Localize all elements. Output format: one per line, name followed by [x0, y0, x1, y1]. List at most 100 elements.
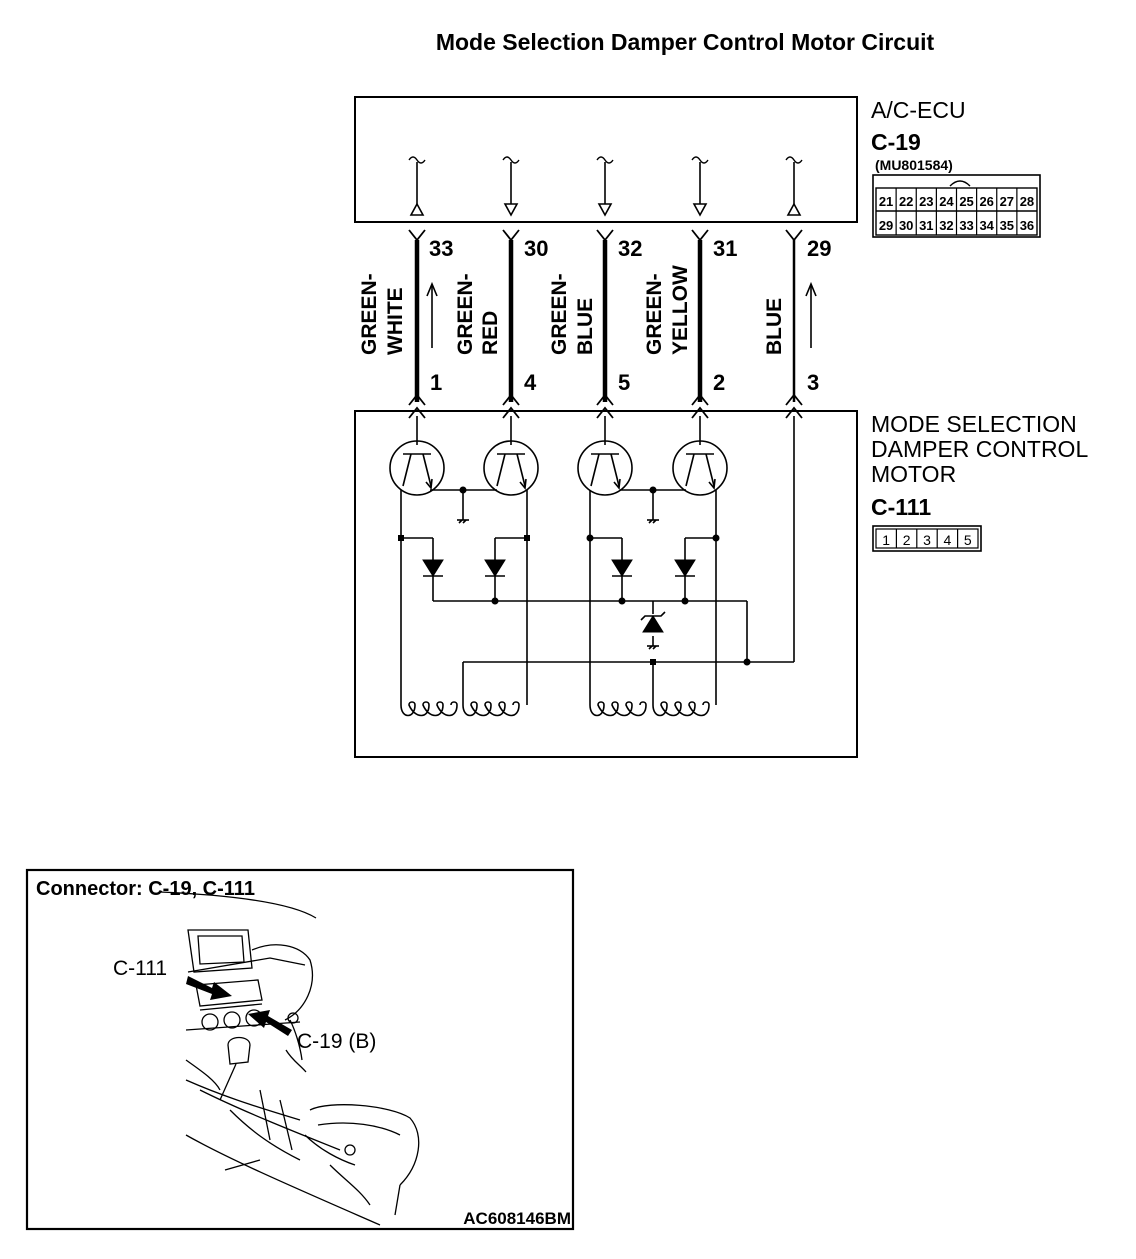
terminal-triangle-icon [786, 202, 802, 216]
ecu-cell-pin-23: 23 [919, 194, 933, 209]
console-sketch [159, 891, 420, 1226]
ecu-pin-29: 29 [807, 236, 831, 261]
connector-fork-icon [691, 406, 709, 419]
motor-cell-pin-2: 2 [903, 532, 911, 548]
ecu-cell-pin-28: 28 [1020, 194, 1034, 209]
terminal-triangle-icon [503, 203, 519, 217]
motor-pin-4: 4 [524, 370, 537, 395]
junction-dot [681, 597, 689, 605]
ecu-cell-pin-31: 31 [919, 218, 933, 233]
connector-fork-icon [408, 393, 426, 406]
flow-arrow-icon [426, 281, 438, 348]
motor-label-group: MODE SELECTION DAMPER CONTROL MOTOR C-11… [871, 411, 1088, 520]
coil-icon [652, 701, 710, 717]
ecu-cell-pin-33: 33 [959, 218, 973, 233]
ecu-cell-pin-27: 27 [1000, 194, 1014, 209]
connector-location-inset: Connector: C-19, C-111 [25, 868, 575, 1231]
ecu-pin-numbers: 33 30 32 31 29 [429, 236, 831, 261]
junction-dot [743, 658, 751, 666]
wire-3-color-line2: BLUE [574, 298, 597, 355]
ecu-cell-pin-29: 29 [879, 218, 893, 233]
ecu-pin-33: 33 [429, 236, 453, 261]
connector-fork-icon [596, 393, 614, 406]
motor-box [354, 410, 858, 758]
wire-4-color-line1: GREEN- [643, 273, 666, 355]
current-flow-arrows [426, 281, 817, 348]
connector-fork-icon [596, 406, 614, 419]
terminal-triangle-icon [692, 203, 708, 217]
connector-fork-icon [408, 229, 426, 242]
transistor-icon [483, 440, 539, 496]
wire-4-color-line2: YELLOW [669, 265, 692, 355]
break-mark-icon [502, 156, 520, 164]
ecu-pin-30: 30 [524, 236, 548, 261]
coil-icon [589, 701, 647, 717]
wire-5-color-line1: BLUE [763, 298, 786, 355]
wire-1-color-line1: GREEN- [358, 273, 381, 355]
connector-fork-icon [408, 406, 426, 419]
zener-diode-icon [642, 615, 664, 633]
ecu-cell-pin-34: 34 [979, 218, 994, 233]
c19-pointer-arrow-icon [248, 1010, 292, 1036]
ecu-cell-pin-22: 22 [899, 194, 913, 209]
connector-fork-icon [596, 229, 614, 242]
diode-icon [611, 559, 633, 577]
wire-3-color-line1: GREEN- [548, 273, 571, 355]
wire-2-color-line2: RED [479, 311, 502, 355]
ecu-cell-pin-24: 24 [939, 194, 954, 209]
motor-connector-id: C-111 [871, 494, 931, 520]
transistor-icon [577, 440, 633, 496]
connector-fork-icon [691, 229, 709, 242]
motor-cell-pin-5: 5 [964, 532, 972, 548]
motor-pin-numbers: 1 4 5 2 3 [430, 370, 819, 395]
wire-2-color-line1: GREEN- [454, 273, 477, 355]
ecu-cell-pin-21: 21 [879, 194, 893, 209]
ecu-box [354, 96, 858, 223]
transistor-icon [672, 440, 728, 496]
flow-arrow-icon [805, 281, 817, 348]
ecu-connector-id: C-19 [871, 129, 921, 155]
connector-fork-icon [785, 393, 803, 406]
ecu-label-group: A/C-ECU C-19 (MU801584) [871, 97, 966, 173]
ecu-internal-terminals [408, 156, 803, 217]
connector-fork-icon [502, 393, 520, 406]
diode-icon [484, 559, 506, 577]
terminal-triangle-icon [409, 202, 425, 216]
ecu-pin-32: 32 [618, 236, 642, 261]
ecu-pin-31: 31 [713, 236, 737, 261]
ecu-cell-pin-35: 35 [1000, 218, 1014, 233]
motor-cell-pin-1: 1 [882, 532, 890, 548]
motor-internal-circuit [389, 416, 795, 717]
connector-fork-icon [502, 406, 520, 419]
ecu-cell-pin-25: 25 [959, 194, 973, 209]
harness-wires [408, 229, 803, 419]
inset-label-c111: C-111 [113, 957, 167, 980]
motor-name-line1: MODE SELECTION [871, 411, 1077, 437]
break-mark-icon [691, 156, 709, 164]
connector-fork-icon [502, 229, 520, 242]
connector-fork-icon [785, 406, 803, 419]
ecu-name: A/C-ECU [871, 97, 966, 123]
wire-1-color-line2: WHITE [384, 287, 407, 355]
ecu-part-number: (MU801584) [875, 157, 953, 173]
inset-label-c19: C-19 (B) [297, 1030, 376, 1053]
junction-dot [618, 597, 626, 605]
motor-name-line2: DAMPER CONTROL [871, 436, 1088, 462]
ecu-cell-pin-26: 26 [979, 194, 993, 209]
wire-color-labels: GREEN- WHITE GREEN- RED GREEN- BLUE GREE… [358, 265, 786, 355]
coil-icon [400, 701, 458, 717]
motor-pin-3: 3 [807, 370, 819, 395]
figure-id: AC608146BM [463, 1209, 571, 1228]
connector-fork-icon [691, 393, 709, 406]
break-mark-icon [785, 156, 803, 164]
diode-icon [674, 559, 696, 577]
motor-pin-1: 1 [430, 370, 442, 395]
c111-pointer-arrow-icon [186, 976, 232, 1000]
transistor-icon [389, 440, 445, 496]
ecu-cell-pin-30: 30 [899, 218, 913, 233]
connector-fork-icon [785, 229, 803, 242]
